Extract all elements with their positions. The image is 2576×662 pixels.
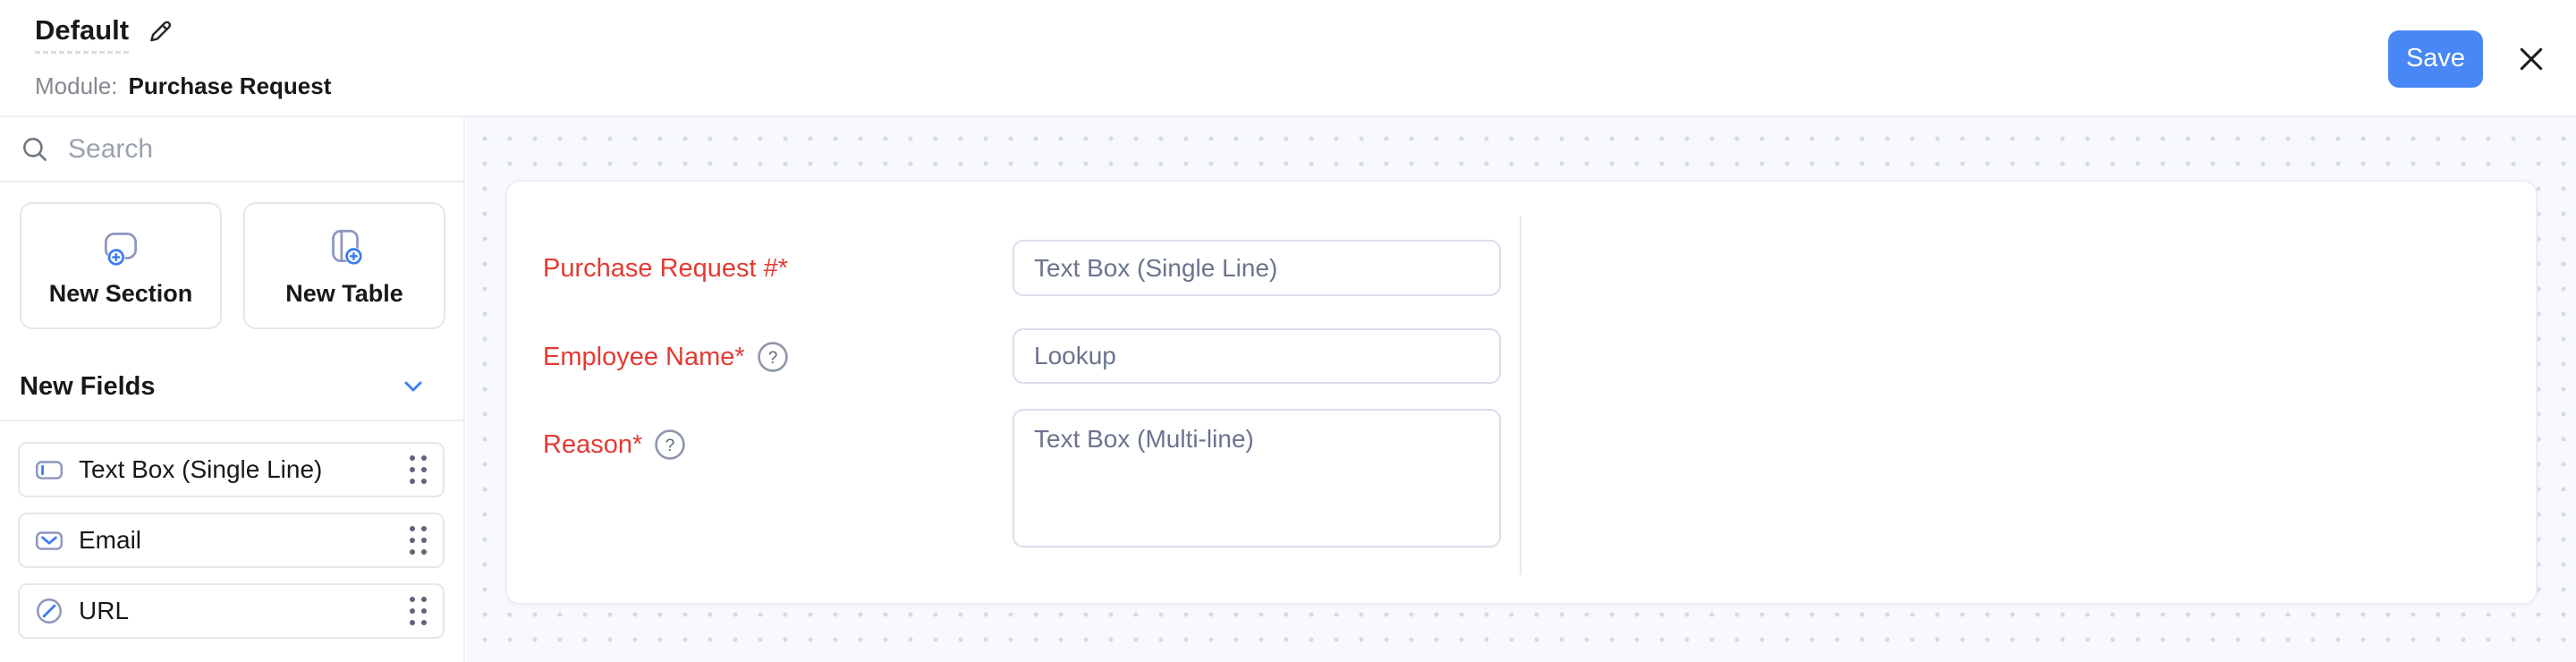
palette-field-label: URL (79, 597, 130, 624)
new-table-button[interactable]: New Table (243, 202, 445, 329)
module-value: Purchase Request (128, 72, 332, 99)
field-input-purchase-request[interactable] (1013, 240, 1501, 296)
new-fields-title: New Fields (20, 371, 156, 401)
drag-handle-icon[interactable] (410, 597, 427, 625)
search-icon (23, 137, 47, 161)
new-section-label: New Section (48, 279, 193, 307)
textbox-icon (35, 461, 64, 480)
palette-field-label: Text Box (Single Line) (79, 455, 323, 483)
palette-field-label: Email (79, 526, 142, 554)
field-input-employee-name[interactable] (1013, 328, 1501, 384)
search-input[interactable] (68, 133, 408, 165)
module-row: Module: Purchase Request (35, 72, 331, 100)
form-card: Purchase Request #* Employee Name* ? Rea… (505, 180, 2538, 605)
drag-handle-icon[interactable] (410, 455, 427, 484)
field-input-reason[interactable] (1013, 409, 1501, 547)
field-label-purchase-request[interactable]: Purchase Request #* (543, 250, 788, 286)
palette-field-textbox[interactable]: Text Box (Single Line) (18, 442, 445, 497)
chevron-down-icon (404, 381, 422, 392)
url-icon (37, 598, 62, 624)
svg-text:?: ? (665, 437, 675, 455)
form-canvas[interactable]: Purchase Request #* Employee Name* ? Rea… (467, 117, 2576, 662)
field-label-text: Purchase Request #* (543, 253, 789, 283)
new-fields-header[interactable]: New Fields (0, 353, 463, 421)
palette-field-email[interactable]: Email (18, 513, 445, 568)
search-row (0, 117, 463, 182)
field-label-reason[interactable]: Reason* ? (543, 427, 687, 463)
palette-cards-row: New Section New Table (20, 202, 445, 329)
column-divider (1520, 216, 1521, 575)
top-header: Default Module: Purchase Request Save (0, 0, 2576, 117)
field-label-text: Employee Name* (543, 342, 745, 371)
palette-field-url[interactable]: URL (18, 583, 445, 639)
new-table-label: New Table (285, 279, 403, 307)
save-button[interactable]: Save (2388, 30, 2483, 88)
header-actions: Save (2388, 0, 2549, 117)
field-palette-sidebar: New Section New Table New Fields Text Bo… (0, 117, 465, 662)
new-section-button[interactable]: New Section (20, 202, 222, 329)
drag-handle-icon[interactable] (410, 526, 427, 555)
field-label-employee-name[interactable]: Employee Name* ? (543, 339, 790, 375)
new-table-icon (332, 229, 363, 265)
module-label: Module: (35, 72, 118, 99)
field-label-text: Reason* (543, 429, 643, 459)
new-section-icon (104, 232, 138, 266)
edit-pencil-icon[interactable] (145, 16, 175, 47)
form-title-row: Default (35, 14, 175, 54)
close-icon[interactable] (2513, 41, 2549, 77)
help-icon[interactable]: ? (756, 340, 790, 374)
form-name[interactable]: Default (35, 14, 130, 54)
svg-text:?: ? (767, 349, 777, 368)
help-icon[interactable]: ? (653, 428, 687, 462)
email-icon (35, 531, 64, 550)
